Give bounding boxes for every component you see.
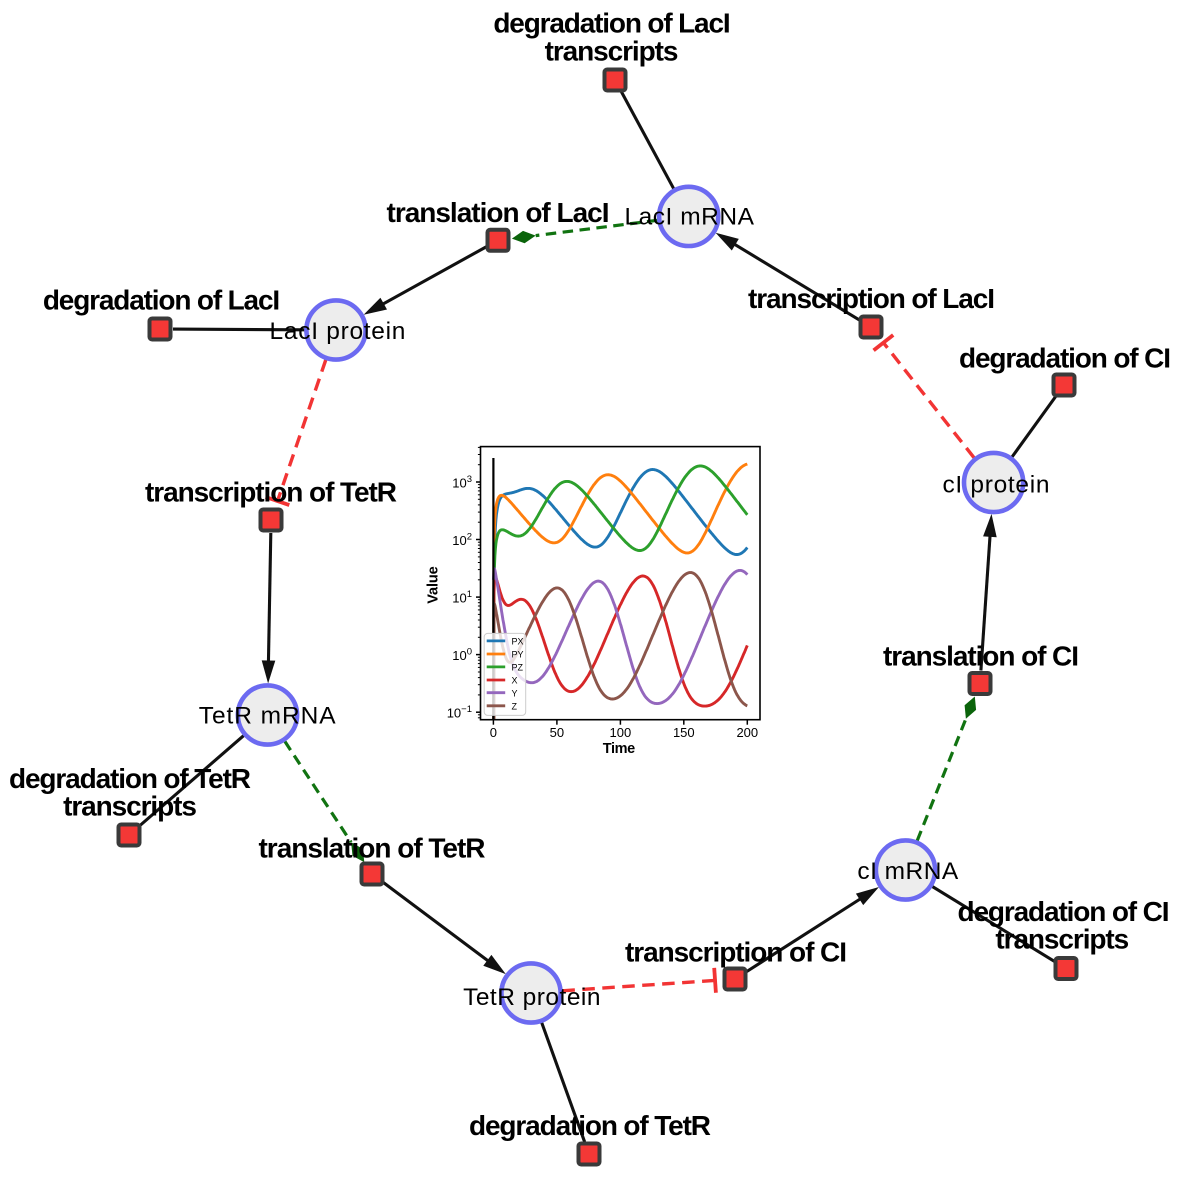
svg-text:LacI mRNA: LacI mRNA: [624, 204, 754, 231]
svg-text:100: 100: [610, 725, 632, 740]
svg-text:transcription of CI: transcription of CI: [625, 936, 847, 967]
svg-text:PX: PX: [512, 637, 524, 647]
svg-text:Value: Value: [426, 566, 442, 604]
svg-text:LacI protein: LacI protein: [270, 318, 406, 345]
svg-text:102: 102: [452, 532, 472, 549]
svg-text:50: 50: [550, 725, 564, 740]
svg-text:10−1: 10−1: [447, 704, 472, 721]
svg-text:Z: Z: [512, 701, 518, 711]
svg-text:transcripts: transcripts: [995, 924, 1129, 955]
svg-text:TetR mRNA: TetR mRNA: [199, 703, 337, 730]
svg-text:degradation of CI: degradation of CI: [959, 343, 1171, 374]
svg-text:translation of LacI: translation of LacI: [387, 197, 610, 228]
svg-text:degradation of TetR: degradation of TetR: [469, 1110, 711, 1141]
svg-text:Y: Y: [512, 688, 518, 698]
svg-text:PY: PY: [512, 650, 524, 660]
svg-text:translation of CI: translation of CI: [883, 641, 1079, 672]
svg-text:PZ: PZ: [512, 663, 524, 673]
svg-text:cI mRNA: cI mRNA: [857, 858, 958, 885]
svg-text:degradation of CI: degradation of CI: [958, 896, 1170, 927]
svg-text:TetR protein: TetR protein: [463, 984, 600, 1011]
svg-text:0: 0: [490, 725, 497, 740]
svg-text:150: 150: [673, 725, 695, 740]
svg-text:200: 200: [736, 725, 758, 740]
svg-text:degradation of LacI: degradation of LacI: [43, 285, 280, 316]
svg-text:transcription of LacI: transcription of LacI: [748, 283, 995, 314]
svg-text:transcripts: transcripts: [545, 36, 679, 67]
svg-text:transcription of TetR: transcription of TetR: [145, 477, 397, 508]
svg-text:Time: Time: [603, 741, 636, 757]
svg-text:degradation of TetR: degradation of TetR: [9, 763, 251, 794]
svg-text:degradation of LacI: degradation of LacI: [493, 8, 730, 39]
svg-text:100: 100: [452, 647, 472, 664]
svg-text:translation of TetR: translation of TetR: [259, 833, 486, 864]
svg-text:cI protein: cI protein: [943, 472, 1050, 499]
svg-text:101: 101: [452, 589, 472, 606]
svg-text:X: X: [512, 676, 518, 686]
svg-text:103: 103: [452, 474, 472, 491]
svg-text:transcripts: transcripts: [63, 791, 197, 822]
